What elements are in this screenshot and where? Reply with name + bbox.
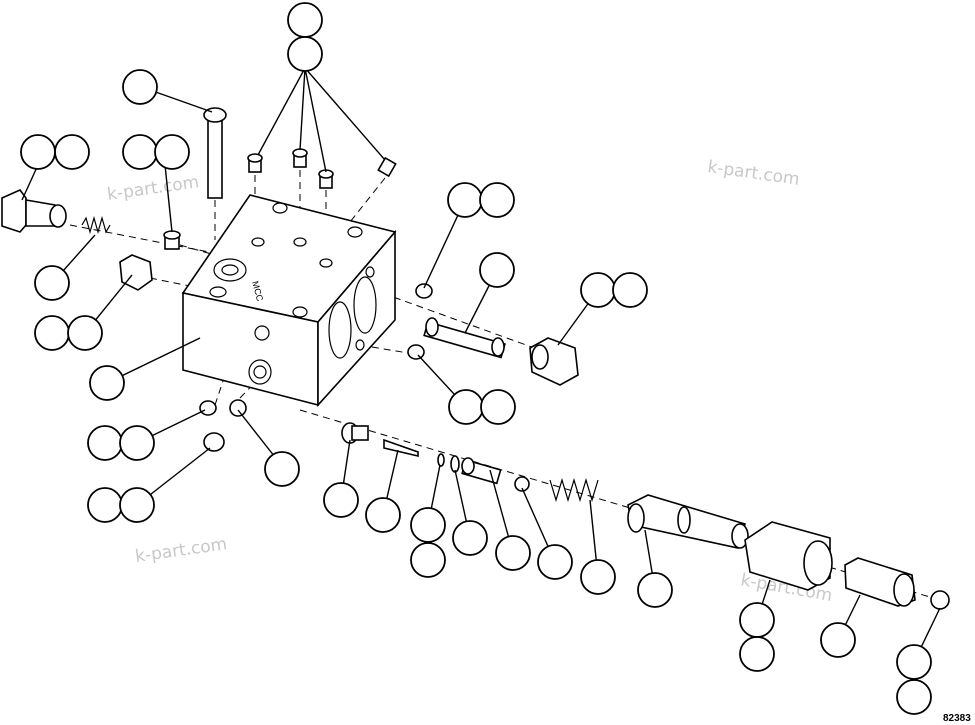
watermark-text: k-part.com [134, 534, 228, 567]
callout-bubble [410, 542, 446, 578]
callout-bubble [739, 602, 775, 638]
callout-bubble [452, 520, 488, 556]
callout-bubble [580, 272, 616, 308]
callout-bubble [448, 389, 484, 425]
long-bolt-part [203, 107, 227, 199]
callout-bubble [67, 315, 103, 351]
callout-bubble [34, 265, 70, 301]
callout-bubble [480, 389, 516, 425]
figure-number: 82383 [943, 713, 971, 724]
callout-bubble [365, 497, 401, 533]
orifice-plugs [247, 148, 397, 189]
callout-bubble [637, 572, 673, 608]
callout-bubble [154, 134, 190, 170]
callout-bubble [479, 182, 515, 218]
callout-bubble [580, 559, 616, 595]
callout-bubble [122, 69, 158, 105]
callout-bubble [447, 182, 483, 218]
valve-block: MCC [181, 194, 397, 408]
callout-bubble [264, 451, 300, 487]
callout-bubble [612, 272, 648, 308]
callout-bubble [739, 636, 775, 672]
callout-bubble [896, 644, 932, 680]
callout-bubble [34, 315, 70, 351]
callout-bubble [287, 2, 323, 38]
callout-bubble [896, 679, 932, 715]
callout-bubble [89, 365, 125, 401]
callout-bubble [20, 134, 56, 170]
callout-bubble [479, 252, 515, 288]
callout-bubble [410, 507, 446, 543]
callout-bubble [537, 544, 573, 580]
left-cartridge-part [1, 189, 181, 291]
callout-bubbles [20, 2, 932, 715]
callout-bubble [287, 36, 323, 72]
callout-bubble [54, 134, 90, 170]
callout-bubble [87, 487, 123, 523]
spool-cap-sleeve [627, 494, 950, 610]
watermark-text: k-part.com [706, 157, 800, 190]
lower-small-parts [199, 399, 599, 503]
callout-bubble [820, 622, 856, 658]
callout-bubble [87, 425, 123, 461]
callout-bubble [495, 535, 531, 571]
callout-bubble [323, 482, 359, 518]
callout-bubble [119, 425, 155, 461]
callout-bubble [122, 134, 158, 170]
callout-bubble [119, 487, 155, 523]
watermark-text: k-part.com [106, 172, 200, 205]
right-side-parts [407, 283, 579, 386]
